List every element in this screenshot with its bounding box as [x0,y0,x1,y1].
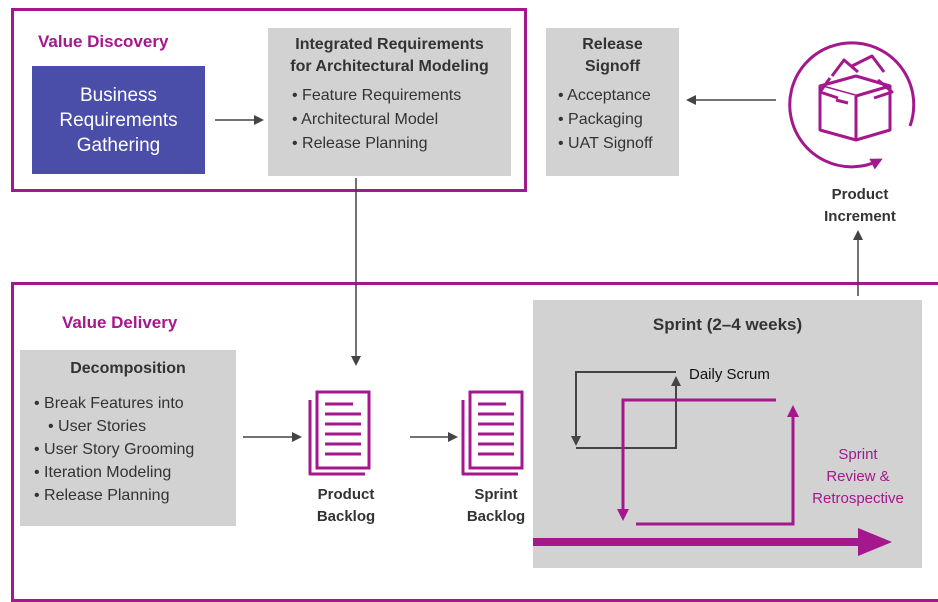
integrated-requirements-box: Integrated Requirements for Architectura… [268,28,511,176]
sprint-backlog-line-2: Backlog [466,508,526,525]
sprint-backlog-line-1: Sprint [474,486,518,503]
product-increment-label: Product Increment [800,184,920,228]
decomposition-list: Break Features into User Stories User St… [34,392,236,507]
release-signoff-box: Release Signoff Acceptance Packaging UAT… [546,28,679,176]
product-backlog-label: Product Backlog [296,484,396,528]
integrated-title-1: Integrated Requirements [295,36,484,53]
business-line-1: Business [79,84,158,106]
business-line-3: Gathering [76,134,161,156]
product-backlog-line-1: Product [317,486,375,503]
sprint-backlog-label: Sprint Backlog [456,484,536,528]
sprint-title: Sprint (2–4 weeks) [652,315,803,334]
product-backlog-line-2: Backlog [316,508,376,525]
sprint-backlog-document-icon [461,390,524,476]
release-title-1: Release [582,36,643,53]
list-item: Release Planning [292,132,511,156]
decomposition-title: Decomposition [70,360,186,377]
list-item: Acceptance [558,84,679,108]
list-item: Feature Requirements [292,84,511,108]
sprint-flow-arrow [533,528,892,556]
product-increment-line-2: Increment [824,208,896,225]
integrated-title-2: for Architectural Modeling [290,58,489,75]
sprint-review-loop [617,398,799,526]
open-box-icon [788,41,916,170]
value-discovery-title: Value Discovery [38,32,169,51]
product-backlog-document-icon [308,390,371,476]
value-delivery-title: Value Delivery [62,313,178,332]
decomposition-box: Decomposition Break Features into User S… [20,350,236,526]
list-item: Iteration Modeling [34,461,236,484]
list-item: Break Features into [34,392,236,415]
business-requirements-box: Business Requirements Gathering [32,66,205,174]
list-item: Release Planning [34,484,236,507]
list-item: User Stories [34,415,236,438]
list-item: Architectural Model [292,108,511,132]
value-discovery-frame [11,8,527,192]
list-item: UAT Signoff [558,132,679,156]
review-line-2: Review & [826,468,890,485]
release-title-2: Signoff [584,58,641,75]
list-item: Packaging [558,108,679,132]
review-line-1: Sprint [838,446,878,463]
product-increment-line-1: Product [831,186,889,203]
daily-scrum-label: Daily Scrum [689,366,770,383]
daily-scrum-loop [571,371,681,449]
list-item: User Story Grooming [34,438,236,461]
connectors-overlay [215,41,916,556]
business-line-2: Requirements [59,109,178,131]
integrated-list: Feature Requirements Architectural Model… [292,84,511,156]
release-list: Acceptance Packaging UAT Signoff [558,84,679,156]
review-line-3: Retrospective [812,490,904,507]
sprint-review-label: Sprint Review & Retrospective [796,444,920,510]
list-item-continuation: User Stories [58,418,147,435]
